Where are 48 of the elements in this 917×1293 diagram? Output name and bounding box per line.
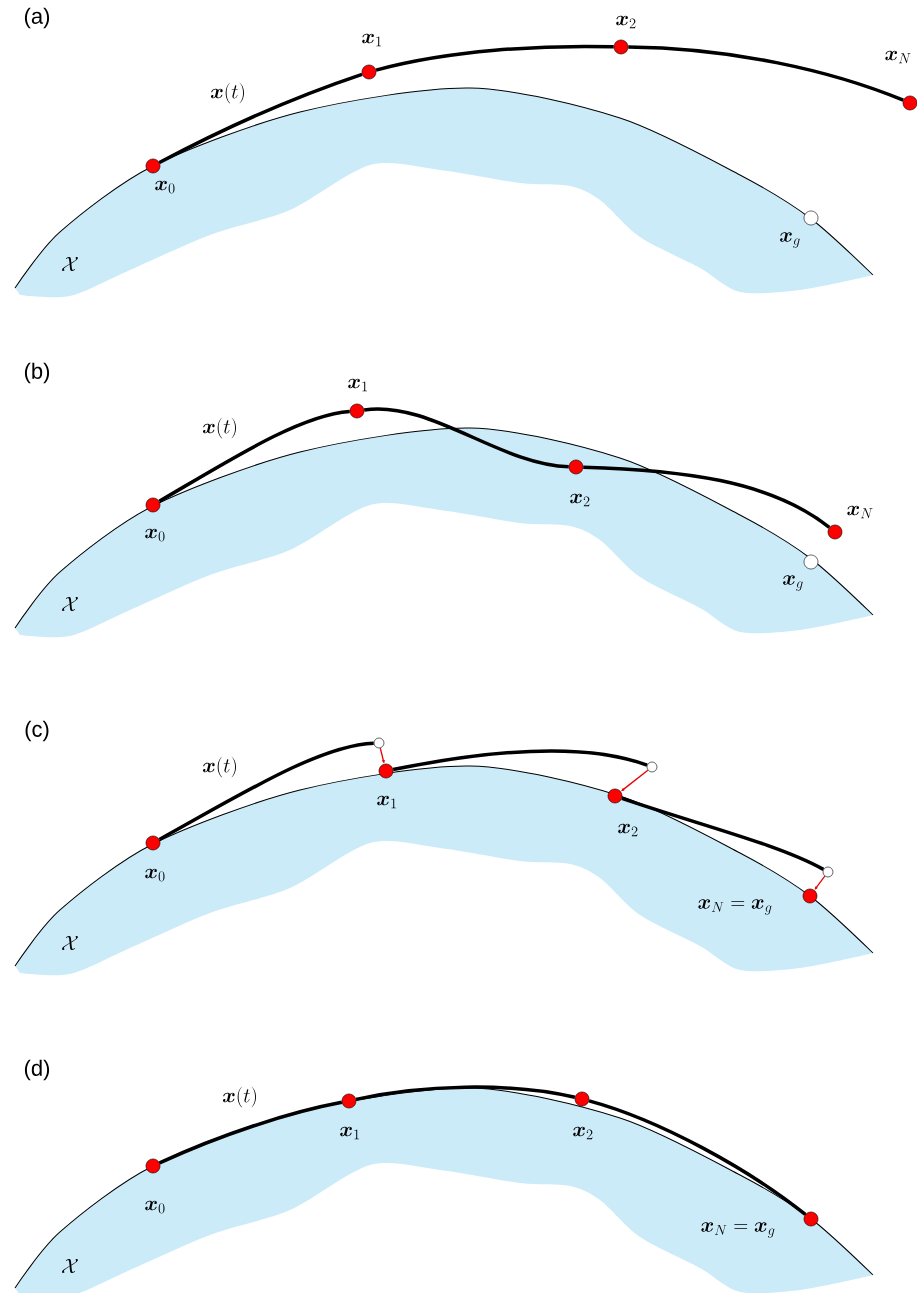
- trajectory-curve: [364, 407, 569, 469]
- point-label: $\boldsymbol{x}_1$: [348, 378, 367, 392]
- trajectory-curve: [158, 741, 374, 841]
- point-label: $\boldsymbol{x}_g$: [783, 575, 803, 591]
- trajectory-curve: [392, 749, 648, 772]
- panel-label: (b): [24, 362, 50, 384]
- curve-label: $\boldsymbol{x}(t)$: [202, 756, 236, 778]
- point-label: $\boldsymbol{x}_0$: [145, 528, 165, 542]
- point-label: $\boldsymbol{x}_N$: [847, 505, 873, 519]
- projection-arrow: [379, 747, 385, 764]
- trajectory-curve: [158, 1100, 343, 1165]
- point-label: $\boldsymbol{x}_2$: [570, 493, 590, 507]
- point-label: $\boldsymbol{x}_N$: [885, 50, 911, 64]
- trajectory-curve: [583, 465, 831, 529]
- set-label: $\mathcal{X}$: [62, 596, 78, 612]
- point-marker: [373, 737, 385, 749]
- point-label: $\boldsymbol{x}_N = \boldsymbol{x}_g$: [698, 899, 772, 915]
- point-label: $\boldsymbol{x}_0$: [155, 180, 175, 194]
- curve-label: $\boldsymbol{x}(t)$: [210, 82, 244, 104]
- point-label: $\boldsymbol{x}_1$: [340, 1126, 359, 1140]
- point-label: $\boldsymbol{x}_2$: [573, 1126, 593, 1140]
- trajectory-curve: [621, 796, 825, 871]
- point-label: $\boldsymbol{x}_2$: [616, 15, 636, 29]
- trajectory-curve: [628, 45, 904, 102]
- point-label: $\boldsymbol{x}_N = \boldsymbol{x}_g$: [701, 1222, 775, 1238]
- set-label: $\mathcal{X}$: [62, 935, 78, 951]
- point-marker: [822, 866, 834, 878]
- trajectory-curve: [355, 1085, 576, 1102]
- trajectory-curve: [375, 44, 614, 72]
- point-label: $\boldsymbol{x}_g$: [780, 232, 800, 248]
- point-label: $\boldsymbol{x}_1$: [362, 33, 381, 47]
- trajectory-curve: [158, 409, 350, 503]
- projection-arrow: [621, 769, 649, 792]
- point-label: $\boldsymbol{x}_0$: [145, 1200, 165, 1214]
- point-marker: [646, 761, 658, 773]
- panel-label: (d): [24, 1059, 50, 1081]
- curve-label: $\boldsymbol{x}(t)$: [222, 1086, 256, 1108]
- trajectory-curve: [158, 72, 363, 165]
- curve-label: $\boldsymbol{x}(t)$: [202, 417, 236, 439]
- panel-label: (c): [25, 720, 49, 742]
- trajectory-curve: [588, 1099, 807, 1216]
- projection-arrow: [814, 875, 826, 890]
- point-label: $\boldsymbol{x}_1$: [377, 795, 396, 809]
- panel-label: (a): [24, 7, 50, 29]
- set-label: $\mathcal{X}$: [62, 256, 78, 272]
- set-label: $\mathcal{X}$: [62, 1258, 78, 1274]
- point-label: $\boldsymbol{x}_0$: [145, 868, 165, 882]
- point-label: $\boldsymbol{x}_2$: [618, 823, 638, 837]
